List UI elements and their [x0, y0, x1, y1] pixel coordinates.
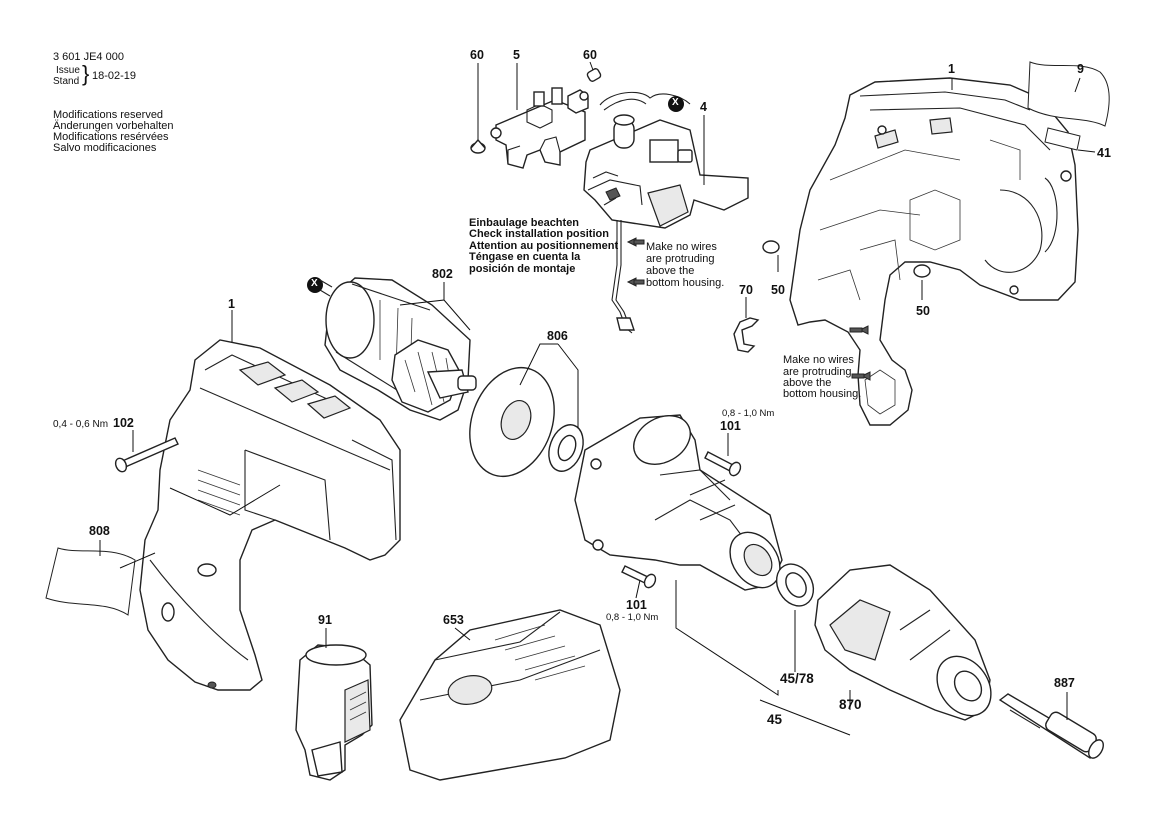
part-number-1: 1 — [228, 297, 235, 311]
battery-91 — [295, 644, 373, 781]
label-808 — [45, 547, 136, 616]
part-number-870: 870 — [839, 697, 862, 712]
label-sheet-9 — [1027, 61, 1110, 127]
install-note-line: Check installation position — [469, 228, 609, 240]
part-number-1: 1 — [948, 62, 955, 76]
modifications-fr: Modifications resérvées — [53, 131, 169, 143]
part-number-806: 806 — [547, 329, 568, 343]
part-number-70: 70 — [739, 283, 753, 297]
wire-note-line: Make no wires — [646, 241, 717, 253]
ring-45-78 — [775, 563, 815, 607]
pin-60-right — [586, 68, 602, 82]
modifications-en: Modifications reserved — [53, 109, 164, 121]
screw-102 — [114, 437, 179, 473]
part-number-102: 102 — [113, 416, 134, 430]
gearbox-housing — [574, 414, 783, 591]
torque-spec-102: 0,4 - 0,6 Nm — [53, 419, 109, 430]
brace: } — [82, 61, 90, 86]
washer-large-806 — [469, 366, 555, 478]
install-note-line: posición de montaje — [469, 263, 576, 275]
torque-spec-101-bottom: 0,8 - 1,0 Nm — [606, 612, 659, 623]
housing-half-left — [139, 339, 401, 691]
wire-arrows — [626, 237, 645, 287]
pin-60-left — [470, 138, 486, 154]
part-number-808: 808 — [89, 524, 110, 538]
wire-note-line: Make no wires — [783, 354, 854, 366]
part-number-50: 50 — [771, 283, 785, 297]
part-number-50: 50 — [916, 304, 930, 318]
leader-lines — [99, 61, 1096, 736]
part-number-887: 887 — [1054, 676, 1075, 690]
pin-50-left — [762, 240, 780, 254]
cable-wire — [611, 220, 635, 334]
install-note-line: Attention au positionnement — [469, 240, 619, 252]
issue-date: 18-02-19 — [92, 70, 137, 82]
part-number-101: 101 — [720, 419, 741, 433]
part-number-91: 91 — [318, 613, 332, 627]
marker-x-top — [668, 96, 684, 112]
modifications-es: Salvo modificaciones — [53, 142, 157, 154]
bracket-5 — [490, 87, 589, 169]
marker-x-left-label: X — [311, 278, 318, 289]
part-number-41: 41 — [1097, 146, 1111, 160]
screw-101-top — [704, 451, 742, 477]
washer-small-806 — [548, 424, 584, 472]
marker-x-top-label: X — [672, 97, 679, 108]
chuck-sleeve-870 — [814, 564, 992, 721]
modifications-de: Änderungen vorbehalten — [53, 120, 174, 132]
charger-653 — [399, 609, 621, 781]
part-number-802: 802 — [432, 267, 453, 281]
screw-101-bottom — [621, 565, 657, 589]
clip-70 — [733, 317, 760, 353]
motor-802 — [319, 277, 477, 421]
wire-note-line: above the — [783, 377, 832, 389]
part-number-9: 9 — [1077, 62, 1084, 76]
part-number-4: 4 — [700, 100, 707, 114]
wire-note-line: are protruding — [646, 253, 715, 265]
housing-half-right — [789, 77, 1079, 426]
part-number-60: 60 — [470, 48, 484, 62]
part-number-5: 5 — [513, 48, 520, 62]
install-note-line: Einbaulage beachten — [469, 217, 580, 229]
wire-note-line: bottom housing. — [646, 277, 725, 289]
part-number-60: 60 — [583, 48, 597, 62]
marker-x-left — [307, 277, 323, 293]
switch-module-4 — [583, 91, 749, 229]
install-note-line: Téngase en cuenta la — [469, 251, 581, 263]
issue-label: Issue — [56, 65, 80, 76]
wire-note-line: are protruding — [783, 366, 852, 378]
bit-holder-887 — [998, 693, 1104, 760]
doc-number: 3 601 JE4 000 — [53, 51, 124, 63]
torque-spec-101-top: 0,8 - 1,0 Nm — [722, 408, 775, 419]
pin-50-right — [913, 264, 931, 278]
wire-note-line: above the — [646, 265, 695, 277]
part-number-45: 45 — [767, 712, 783, 727]
part-number-45-78: 45/78 — [780, 671, 814, 686]
part-number-101: 101 — [626, 598, 647, 612]
part-number-653: 653 — [443, 613, 464, 627]
label-41 — [1044, 127, 1081, 151]
wire-note-line: bottom housing. — [783, 388, 862, 400]
stand-label: Stand — [53, 76, 80, 87]
